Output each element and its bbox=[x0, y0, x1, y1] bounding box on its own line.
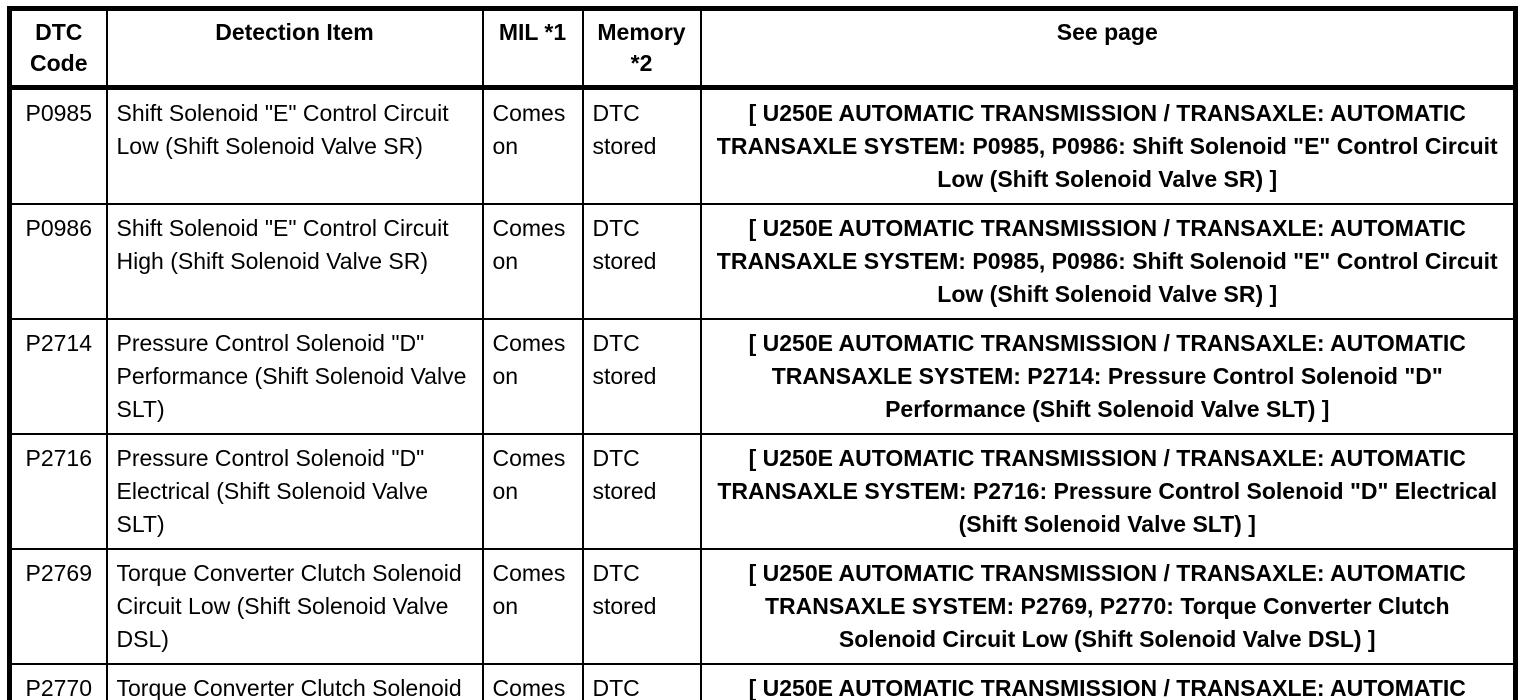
column-header-detection-item: Detection Item bbox=[105, 7, 484, 90]
cell-mil-status: Comes on bbox=[481, 548, 584, 665]
cell-mil-status: Comes on bbox=[481, 86, 584, 205]
cell-see-page: [ U250E AUTOMATIC TRANSMISSION / TRANSAX… bbox=[699, 203, 1517, 320]
column-header-mil: MIL *1 bbox=[481, 7, 584, 90]
see-page-link[interactable]: [ U250E AUTOMATIC TRANSMISSION / TRANSAX… bbox=[716, 215, 1498, 307]
cell-memory-status: DTC stored bbox=[581, 318, 702, 435]
table-row: P0986 Shift Solenoid "E" Control Circuit… bbox=[8, 203, 1517, 320]
cell-mil-status: Comes on bbox=[481, 318, 584, 435]
cell-mil-status: Comes on bbox=[481, 203, 584, 320]
cell-see-page: [ U250E AUTOMATIC TRANSMISSION / TRANSAX… bbox=[699, 663, 1517, 700]
cell-detection-item: Shift Solenoid "E" Control Circuit High … bbox=[105, 203, 484, 320]
table-row: P2716 Pressure Control Solenoid "D" Elec… bbox=[8, 433, 1517, 550]
cell-mil-status: Comes on bbox=[481, 663, 584, 700]
cell-memory-status: DTC stored bbox=[581, 86, 702, 205]
cell-see-page: [ U250E AUTOMATIC TRANSMISSION / TRANSAX… bbox=[699, 433, 1517, 550]
column-header-dtc-code: DTC Code bbox=[8, 7, 108, 90]
see-page-link[interactable]: [ U250E AUTOMATIC TRANSMISSION / TRANSAX… bbox=[716, 100, 1498, 192]
see-page-link[interactable]: [ U250E AUTOMATIC TRANSMISSION / TRANSAX… bbox=[748, 560, 1466, 652]
cell-mil-status: Comes on bbox=[481, 433, 584, 550]
see-page-link[interactable]: [ U250E AUTOMATIC TRANSMISSION / TRANSAX… bbox=[717, 445, 1498, 537]
see-page-link[interactable]: [ U250E AUTOMATIC TRANSMISSION / TRANSAX… bbox=[748, 675, 1466, 700]
column-header-see-page: See page bbox=[699, 7, 1517, 90]
cell-memory-status: DTC stored bbox=[581, 663, 702, 700]
see-page-link[interactable]: [ U250E AUTOMATIC TRANSMISSION / TRANSAX… bbox=[748, 330, 1466, 422]
table-header-row: DTC Code Detection Item MIL *1 Memory *2… bbox=[8, 7, 1517, 90]
cell-memory-status: DTC stored bbox=[581, 548, 702, 665]
cell-memory-status: DTC stored bbox=[581, 433, 702, 550]
table-row: P2714 Pressure Control Solenoid "D" Perf… bbox=[8, 318, 1517, 435]
cell-dtc-code: P2769 bbox=[8, 548, 108, 665]
cell-dtc-code: P0985 bbox=[8, 86, 108, 205]
column-header-memory: Memory *2 bbox=[581, 7, 702, 90]
cell-detection-item: Shift Solenoid "E" Control Circuit Low (… bbox=[105, 86, 484, 205]
table-row: P0985 Shift Solenoid "E" Control Circuit… bbox=[8, 86, 1517, 205]
dtc-table: DTC Code Detection Item MIL *1 Memory *2… bbox=[7, 6, 1518, 700]
cell-dtc-code: P2770 bbox=[8, 663, 108, 700]
cell-detection-item: Pressure Control Solenoid "D" Performanc… bbox=[105, 318, 484, 435]
table-row: P2770 Torque Converter Clutch Solenoid C… bbox=[8, 663, 1517, 700]
cell-detection-item: Torque Converter Clutch Solenoid Circuit… bbox=[105, 663, 484, 700]
cell-detection-item: Torque Converter Clutch Solenoid Circuit… bbox=[105, 548, 484, 665]
cell-dtc-code: P2714 bbox=[8, 318, 108, 435]
cell-see-page: [ U250E AUTOMATIC TRANSMISSION / TRANSAX… bbox=[699, 548, 1517, 665]
cell-memory-status: DTC stored bbox=[581, 203, 702, 320]
cell-see-page: [ U250E AUTOMATIC TRANSMISSION / TRANSAX… bbox=[699, 86, 1517, 205]
table-row: P2769 Torque Converter Clutch Solenoid C… bbox=[8, 548, 1517, 665]
cell-dtc-code: P2716 bbox=[8, 433, 108, 550]
cell-dtc-code: P0986 bbox=[8, 203, 108, 320]
cell-see-page: [ U250E AUTOMATIC TRANSMISSION / TRANSAX… bbox=[699, 318, 1517, 435]
cell-detection-item: Pressure Control Solenoid "D" Electrical… bbox=[105, 433, 484, 550]
